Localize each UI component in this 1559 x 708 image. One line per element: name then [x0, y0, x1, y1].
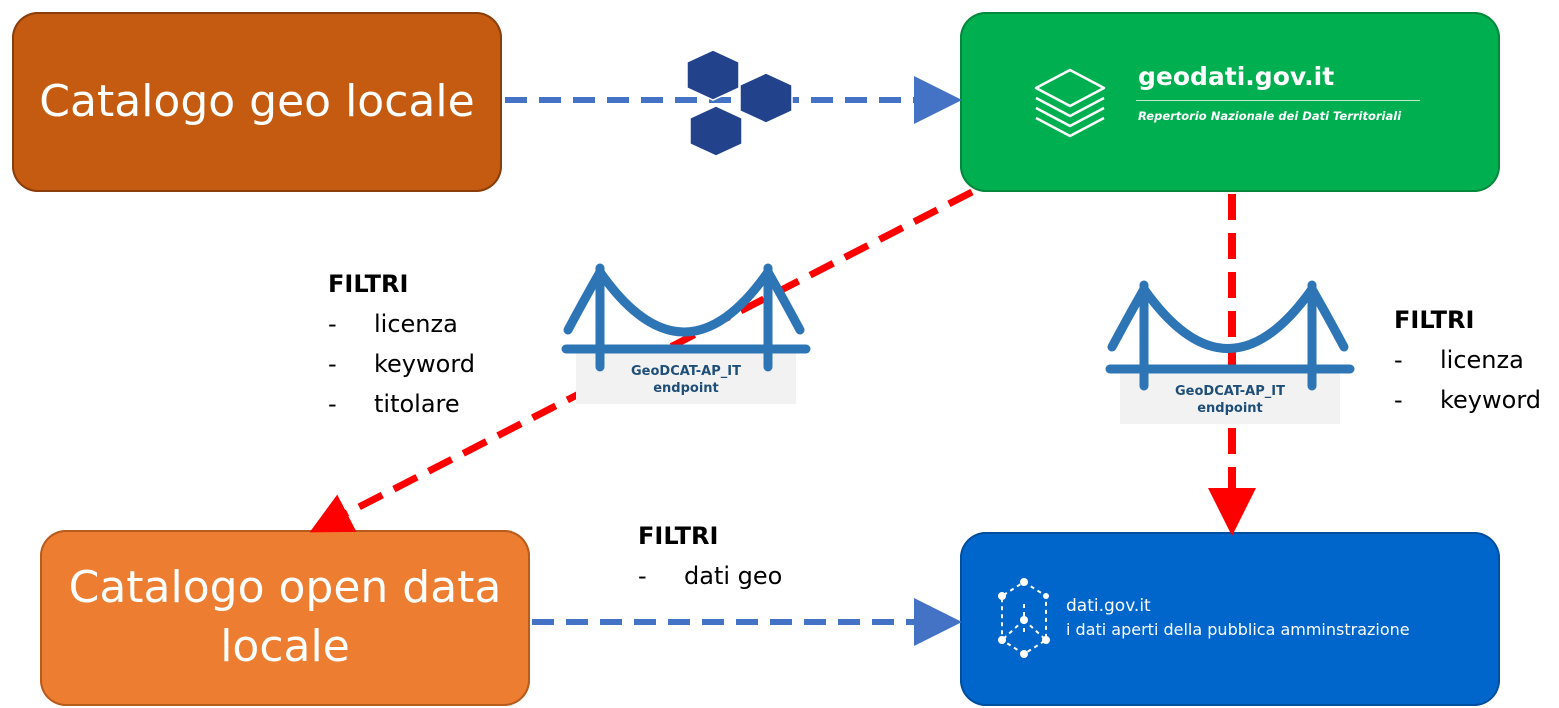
filtri-item: -licenza — [1394, 346, 1524, 374]
filtri-item: -licenza — [328, 310, 458, 338]
bridge-2-label-line1: GeoDCAT-AP_IT — [1175, 384, 1285, 399]
geodati-box — [960, 12, 1500, 192]
bridge-1-label-line2: endpoint — [653, 381, 719, 396]
filtri-bottom: FILTRI -dati geo — [638, 522, 782, 596]
geodati-divider — [1136, 100, 1420, 101]
geodati-name: geodati.gov.it — [1138, 62, 1335, 91]
catalogo-open-data-label-line1: Catalogo open data — [68, 562, 502, 614]
catalogo-geo-locale-label: Catalogo geo locale — [39, 75, 475, 127]
layers-icon — [1034, 68, 1106, 138]
filtri-bottom-heading: FILTRI — [638, 522, 719, 550]
bridge-1-label-line1: GeoDCAT-AP_IT — [631, 364, 741, 379]
dati-box — [960, 532, 1500, 706]
dati-subtitle: i dati aperti della pubblica amminstrazi… — [1066, 620, 1410, 639]
catalogo-geo-locale-box: Catalogo geo locale — [12, 12, 502, 192]
network-nodes-icon — [998, 578, 1050, 658]
filtri-left: FILTRI -licenza -keyword -titolare — [328, 270, 475, 424]
filtri-right-heading: FILTRI — [1394, 306, 1475, 334]
bridge-icon: GeoDCAT-AP_IT endpoint — [561, 263, 811, 404]
filtri-item: -keyword — [1394, 386, 1542, 414]
catalogo-open-data-label-line2: locale — [220, 621, 350, 672]
filtri-item: -dati geo — [638, 562, 783, 590]
catalogo-open-data-box: Catalogo open data locale — [40, 530, 530, 706]
hexagon-cluster-icon — [686, 49, 793, 157]
bridge-icon: GeoDCAT-AP_IT endpoint — [1105, 280, 1355, 424]
bridge-2-label-line2: endpoint — [1197, 401, 1263, 416]
filtri-right: FILTRI -licenza -keyword — [1394, 306, 1541, 420]
filtri-left-heading: FILTRI — [328, 270, 409, 298]
dati-name: dati.gov.it — [1066, 596, 1151, 616]
geodati-subtitle: Repertorio Nazionale dei Dati Territoria… — [1138, 109, 1402, 123]
filtri-item: -keyword — [328, 350, 476, 378]
filtri-item: -titolare — [328, 390, 460, 418]
